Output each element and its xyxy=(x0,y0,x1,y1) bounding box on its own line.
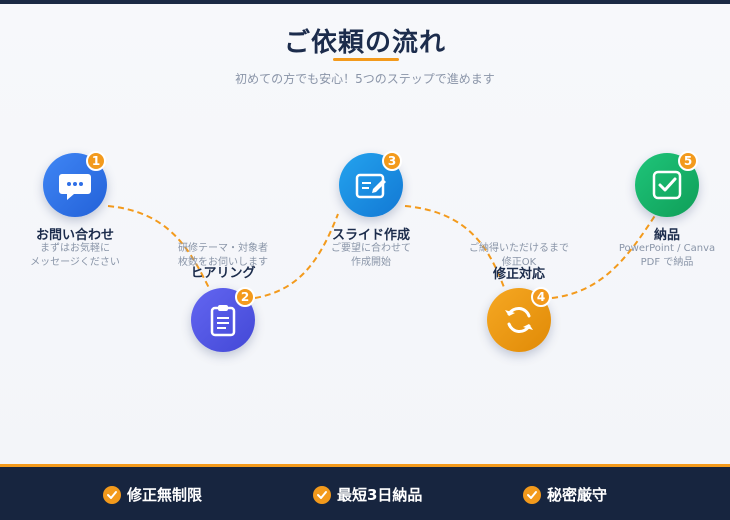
feature-label: 修正無制限 xyxy=(127,486,203,504)
step-2-title: ヒアリング xyxy=(190,266,256,281)
clipboard-icon xyxy=(210,305,236,337)
step-3-desc: ご要望に合わせて 作成開始 xyxy=(331,243,411,268)
step-5-title: 納品 xyxy=(653,228,680,243)
step-4-badge: 4 xyxy=(531,287,551,307)
step-4-desc: ご納得いただけるまで 修正OK xyxy=(469,243,569,268)
step-1-desc: まずはお気軽に メッセージください xyxy=(30,243,120,268)
page-subtitle: 初めての方でも安心！5つのステップで進めます xyxy=(235,72,495,86)
step-2-desc: 研修テーマ・対象者 枚数をお伺いします xyxy=(178,243,268,268)
feature-label: 最短3日納品 xyxy=(337,486,423,504)
feature-unlimited-revisions: 修正無制限 xyxy=(103,484,202,505)
refresh-icon xyxy=(505,307,533,333)
check-icon xyxy=(523,485,541,504)
feature-confidentiality: 秘密厳守 xyxy=(523,484,607,505)
step-4-title: 修正対応 xyxy=(492,267,545,282)
title-underline xyxy=(333,58,399,61)
chat-bubble-icon xyxy=(59,174,91,200)
step-3-title: スライド作成 xyxy=(331,228,410,243)
feature-fast-delivery: 最短3日納品 xyxy=(313,484,422,505)
page-background xyxy=(0,4,730,464)
step-5-desc: PowerPoint / Canva PDF で納品 xyxy=(618,243,716,268)
step-1-badge: 1 xyxy=(86,151,106,171)
checkbox-icon xyxy=(652,170,682,200)
step-5-badge: 5 xyxy=(678,151,698,171)
step-1-title: お問い合わせ xyxy=(35,228,114,243)
flow-connector xyxy=(107,205,657,299)
edit-slide-icon xyxy=(355,173,386,199)
feature-label: 秘密厳守 xyxy=(547,486,608,504)
check-icon xyxy=(103,485,121,504)
step-2-badge: 2 xyxy=(235,287,255,307)
feature-footer: 修正無制限 最短3日納品 秘密厳守 xyxy=(0,464,730,520)
step-3-badge: 3 xyxy=(382,151,402,171)
page-title: ご依頼の流れ xyxy=(283,28,446,58)
check-icon xyxy=(313,485,331,504)
top-accent-bar xyxy=(0,0,730,4)
